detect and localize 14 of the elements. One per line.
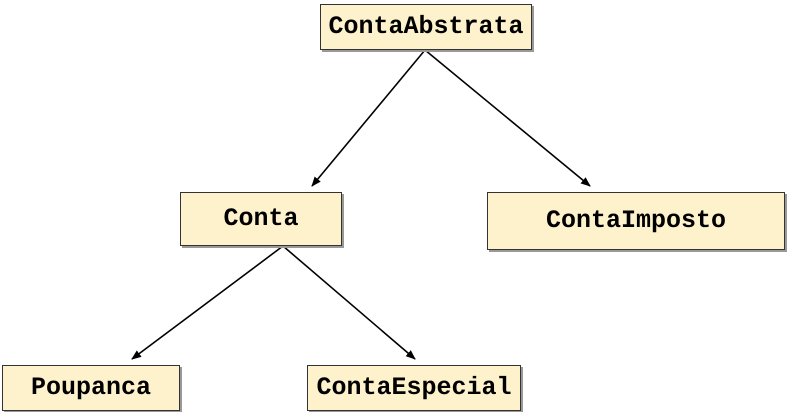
class-box	[180, 192, 342, 246]
class-name: Poupanca	[30, 372, 152, 404]
class-name: Conta	[223, 203, 298, 236]
class-box	[307, 365, 521, 411]
arrow	[424, 49, 591, 187]
arrow	[282, 245, 416, 360]
class-box	[487, 192, 785, 250]
class-box	[320, 4, 532, 50]
arrow	[311, 49, 426, 187]
class-name: ContaAbstrata	[328, 11, 524, 44]
class-name: ContaImposto	[546, 205, 726, 238]
class-name: ContaEspecial	[316, 372, 512, 404]
class-box	[2, 365, 180, 411]
arrow	[131, 245, 284, 360]
